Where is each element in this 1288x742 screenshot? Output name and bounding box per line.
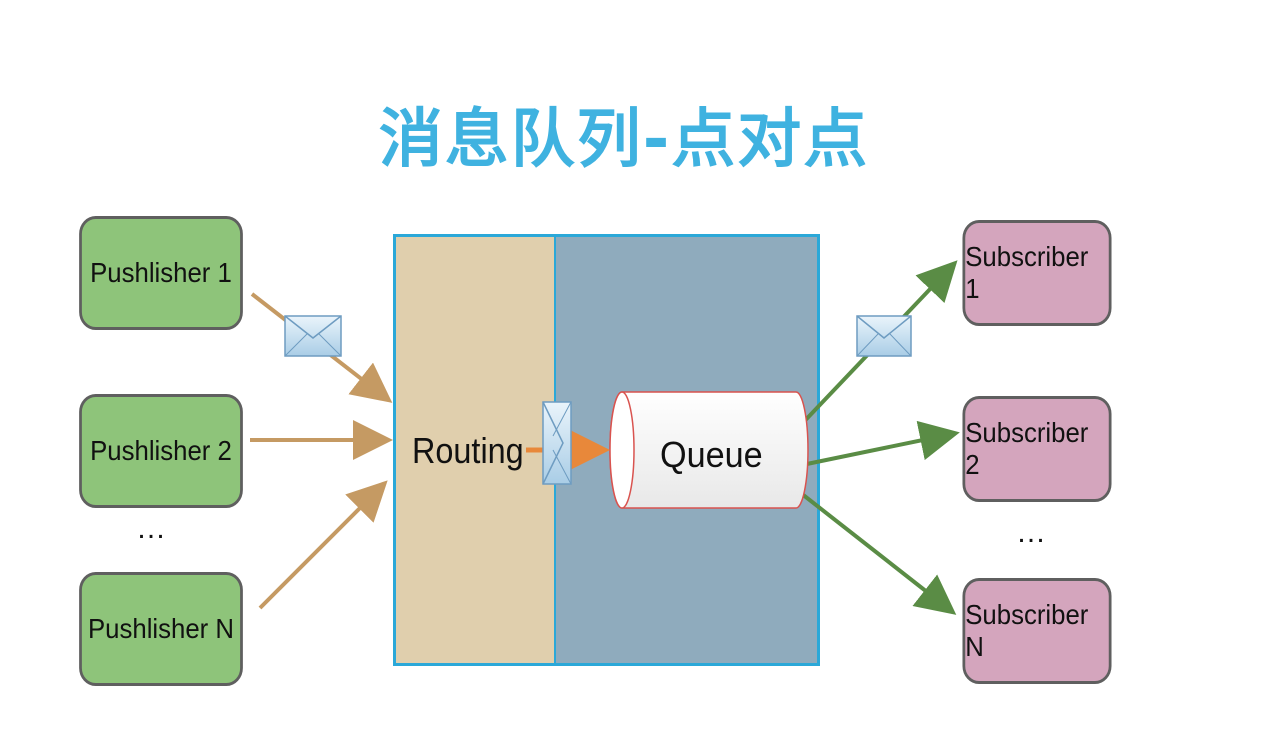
subscriber-2-arrow [801, 420, 960, 467]
publisher-n-label: Pushlisher N [87, 613, 235, 644]
publisher-1-node: Pushlisher 1 [79, 216, 243, 330]
publisher-n-arrow [258, 480, 388, 610]
envelope-icon [542, 401, 572, 485]
subscriber-ellipsis: … [1016, 516, 1048, 549]
subscriber-1-node: Subscriber 1 [962, 220, 1112, 326]
publisher-n-node: Pushlisher N [79, 572, 243, 686]
subscriber-2-node: Subscriber 2 [962, 396, 1112, 502]
envelope-icon [856, 315, 912, 357]
page-title: 消息队列-点对点 [378, 103, 870, 177]
subscriber-n-arrow [800, 492, 957, 615]
publisher-2-node: Pushlisher 2 [79, 394, 243, 508]
publisher-1-label: Pushlisher 1 [90, 257, 232, 288]
subscriber-n-label: Subscriber N [965, 599, 1089, 662]
queue-cylinder [609, 391, 809, 509]
envelope-icon [284, 315, 342, 357]
subscriber-2-label: Subscriber 2 [965, 417, 1089, 480]
queue-label: Queue [660, 434, 763, 475]
routing-label: Routing [412, 430, 524, 471]
publisher-2-label: Pushlisher 2 [90, 435, 232, 466]
publisher-ellipsis: … [136, 512, 168, 545]
subscriber-n-node: Subscriber N [962, 578, 1112, 684]
subscriber-1-label: Subscriber 1 [965, 241, 1089, 304]
